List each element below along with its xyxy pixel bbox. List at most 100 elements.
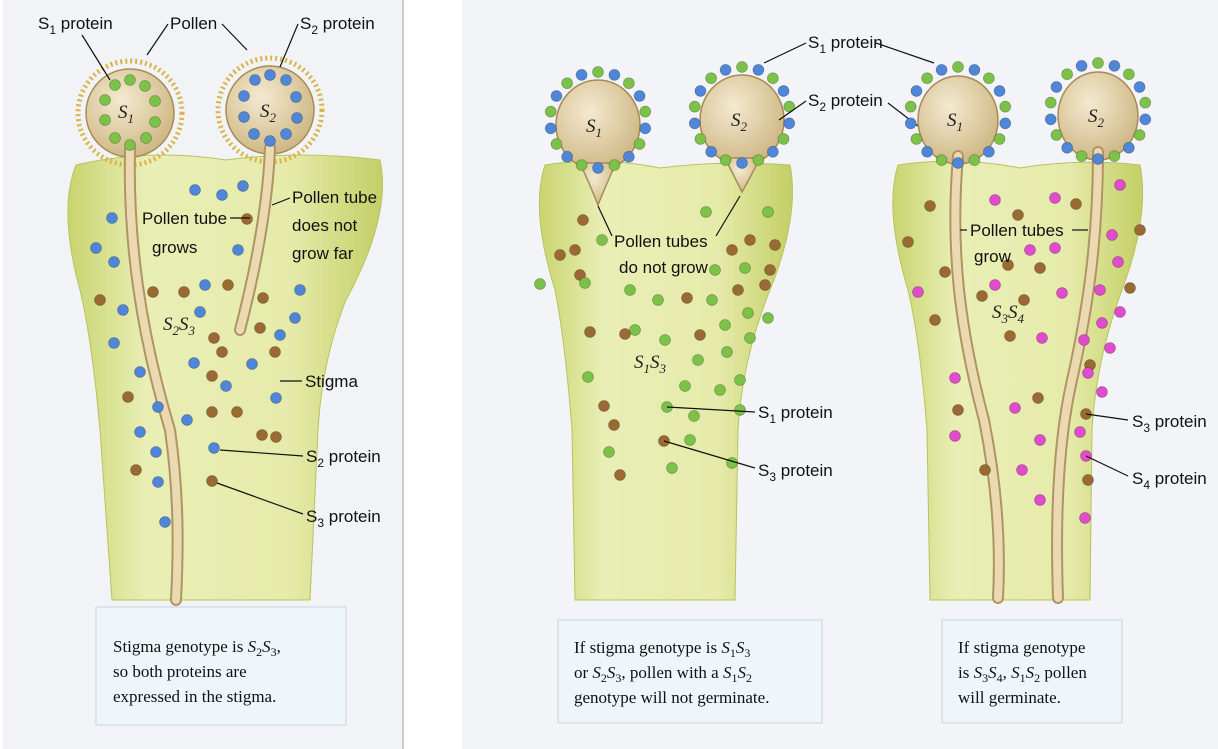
- s2-protein-dot: [271, 393, 282, 404]
- grain-protein-dot: [953, 62, 964, 73]
- grain-protein-dot: [551, 139, 562, 150]
- s3-protein-dot: [242, 214, 253, 225]
- s3-protein-dot: [148, 287, 159, 298]
- s1-protein-dot: [100, 115, 111, 126]
- grain-protein-dot: [1109, 60, 1120, 71]
- s4-protein-dot: [1050, 193, 1061, 204]
- s2-protein-dot: [265, 136, 276, 147]
- s3-protein-dot: [1019, 295, 1030, 306]
- s2-protein-dot: [295, 285, 306, 296]
- s3-protein-dot: [1013, 210, 1024, 221]
- grain-protein-dot: [562, 78, 573, 89]
- s3-protein-dot: [95, 295, 106, 306]
- s2-protein-dot: [291, 92, 302, 103]
- grain-protein-dot: [576, 160, 587, 171]
- grain-protein-dot: [737, 158, 748, 169]
- s3-protein-dot: [232, 407, 243, 418]
- s2-protein-dot: [238, 181, 249, 192]
- grain-protein-dot: [609, 69, 620, 80]
- grain-protein-dot: [778, 134, 789, 145]
- grain-protein-dot: [983, 73, 994, 84]
- s1-protein-dot: [727, 458, 738, 469]
- s4-protein-dot: [990, 280, 1001, 291]
- s3-protein-dot: [578, 215, 589, 226]
- s1-protein-dot: [710, 265, 721, 276]
- grain-protein-dot: [994, 134, 1005, 145]
- grain-protein-dot: [1045, 114, 1056, 125]
- s2-protein-dot: [281, 75, 292, 86]
- label-pollen: Pollen: [170, 14, 217, 33]
- s2-protein-dot: [250, 75, 261, 86]
- grain-protein-dot: [623, 151, 634, 162]
- s2-protein-dot: [265, 70, 276, 81]
- s1-protein-dot: [660, 335, 671, 346]
- grain-protein-dot: [545, 123, 556, 134]
- s1-protein-dot: [125, 140, 136, 151]
- s4-protein-dot: [1035, 435, 1046, 446]
- grain-protein-dot: [609, 160, 620, 171]
- label-tubes-do-not-grow: Pollen tubes: [614, 232, 708, 251]
- grain-protein-dot: [720, 64, 731, 75]
- s2-protein-dot: [292, 113, 303, 124]
- s1-protein-dot: [630, 325, 641, 336]
- caption-3-line-1: If stigma genotype: [958, 638, 1085, 657]
- s2-protein-dot: [151, 447, 162, 458]
- s1-protein-dot: [535, 279, 546, 290]
- s4-protein-dot: [950, 373, 961, 384]
- s4-protein-dot: [1079, 335, 1090, 346]
- s4-protein-dot: [1083, 368, 1094, 379]
- s1-protein-dot: [625, 285, 636, 296]
- label-tube-not-far: Pollen tube: [292, 188, 377, 207]
- grain-protein-dot: [1000, 101, 1011, 112]
- s2-protein-dot: [109, 257, 120, 268]
- caption-3-line-3: will germinate.: [958, 688, 1061, 707]
- s3-protein-dot: [695, 330, 706, 341]
- s3-protein-dot: [1125, 283, 1136, 294]
- s3-protein-dot: [765, 265, 776, 276]
- s1-protein-dot: [110, 133, 121, 144]
- s3-protein-dot: [270, 347, 281, 358]
- s1-protein-dot: [689, 411, 700, 422]
- s4-protein-dot: [1097, 387, 1108, 398]
- caption-1-line-1: Stigma genotype is S2S3,: [113, 637, 281, 659]
- grain-protein-dot: [1123, 142, 1134, 153]
- s4-protein-dot: [1115, 180, 1126, 191]
- s4-protein-dot: [1017, 465, 1028, 476]
- s1-protein-dot: [583, 372, 594, 383]
- s3-protein-dot: [1035, 263, 1046, 274]
- s3-protein-dot: [903, 237, 914, 248]
- s2-protein-dot: [118, 305, 129, 316]
- s2-protein-dot: [107, 213, 118, 224]
- grain-protein-dot: [911, 134, 922, 145]
- s1-protein-dot: [141, 133, 152, 144]
- grain-protein-dot: [689, 101, 700, 112]
- s3-protein-dot: [258, 293, 269, 304]
- grain-protein-dot: [593, 163, 604, 174]
- s1-protein-dot: [150, 96, 161, 107]
- s4-protein-dot: [1037, 333, 1048, 344]
- grain-protein-dot: [737, 62, 748, 73]
- s2-protein-dot: [221, 381, 232, 392]
- s3-protein-dot: [207, 476, 218, 487]
- s2-protein-dot: [275, 330, 286, 341]
- s4-protein-dot: [950, 431, 961, 442]
- s3-protein-dot: [980, 465, 991, 476]
- svg-text:grow: grow: [974, 247, 1012, 266]
- grain-protein-dot: [911, 86, 922, 97]
- s2-protein-dot: [249, 129, 260, 140]
- s3-protein-dot: [223, 280, 234, 291]
- s3-protein-dot: [123, 392, 134, 403]
- grain-protein-dot: [695, 134, 706, 145]
- s2-protein-dot: [200, 280, 211, 291]
- s1-protein-dot: [653, 295, 664, 306]
- grain-protein-dot: [905, 101, 916, 112]
- grain-protein-dot: [1140, 97, 1151, 108]
- grain-protein-dot: [1051, 130, 1062, 141]
- grain-protein-dot: [1045, 97, 1056, 108]
- s3-protein-dot: [977, 291, 988, 302]
- grain-protein-dot: [1062, 142, 1073, 153]
- s4-protein-dot: [1010, 403, 1021, 414]
- svg-text:do not grow: do not grow: [619, 258, 709, 277]
- s1-protein-dot: [140, 81, 151, 92]
- grain-protein-dot: [936, 155, 947, 166]
